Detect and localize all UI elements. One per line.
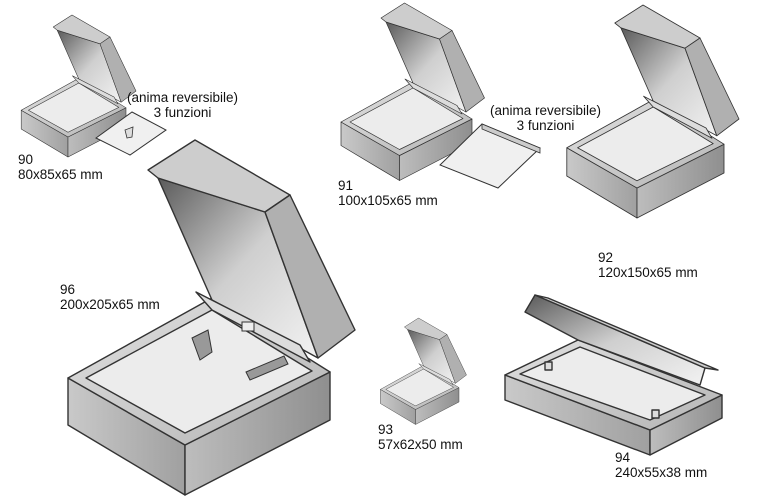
note-line: 3 funzioni [153, 105, 212, 120]
product-code: 92 [598, 250, 614, 265]
product-code: 91 [338, 178, 354, 193]
insert-91 [439, 123, 541, 189]
product-label-96: 96 200x205x65 mm [60, 282, 160, 312]
product-label-94: 94 240x55x38 mm [615, 450, 707, 480]
box-96 [67, 139, 356, 496]
note-line: (anima reversibile) [127, 90, 239, 105]
product-size: 200x205x65 mm [60, 297, 160, 312]
reversible-note-91: (anima reversibile) 3 funzioni [490, 103, 601, 133]
product-label-91: 91 100x105x65 mm [338, 178, 438, 208]
insert-90 [95, 111, 167, 156]
box-93 [380, 317, 467, 425]
product-code: 93 [378, 422, 394, 437]
product-size: 80x85x65 mm [18, 167, 103, 182]
box-94 [504, 294, 723, 456]
product-label-90: 90 80x85x65 mm [18, 152, 103, 182]
product-size: 120x150x65 mm [598, 265, 698, 280]
product-code: 90 [18, 152, 34, 167]
product-size: 57x62x50 mm [378, 437, 463, 452]
product-size: 240x55x38 mm [615, 465, 708, 480]
note-line: (anima reversibile) [490, 103, 602, 118]
product-size: 100x105x65 mm [338, 193, 438, 208]
reversible-note-90: (anima reversibile) 3 funzioni [127, 90, 238, 120]
product-label-93: 93 57x62x50 mm [378, 422, 463, 452]
product-code: 96 [60, 282, 76, 297]
note-line: 3 funzioni [516, 118, 575, 133]
product-label-92: 92 120x150x65 mm [598, 250, 698, 280]
product-code: 94 [615, 450, 631, 465]
